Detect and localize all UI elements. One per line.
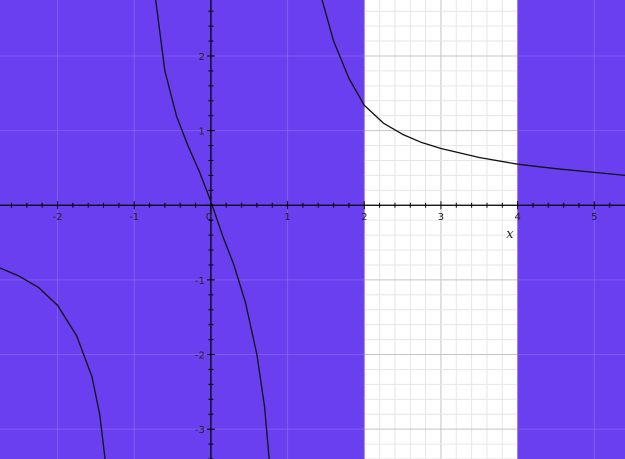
x-axis-label: x <box>506 227 514 242</box>
x-tick-label: 4 <box>514 212 520 223</box>
x-tick-label: 0 <box>206 212 212 223</box>
x-tick-label: 5 <box>591 212 597 223</box>
shaded-region <box>0 0 365 459</box>
y-tick-label: 2 <box>199 52 205 63</box>
x-tick-label: 3 <box>438 212 444 223</box>
shaded-region <box>517 0 625 459</box>
y-tick-label: 1 <box>199 127 205 138</box>
x-tick-label: -1 <box>129 212 139 223</box>
x-tick-label: 1 <box>284 212 290 223</box>
y-tick-label: -1 <box>195 276 205 287</box>
tick-labels: -2 -1 0 1 2 3 4 5 -3 -2 -1 1 2 <box>53 52 598 436</box>
y-tick-label: -3 <box>195 425 205 436</box>
series-line-2 <box>155 0 270 459</box>
y-tick-label: -2 <box>195 351 205 362</box>
series-line-3 <box>321 0 625 177</box>
x-tick-label: -2 <box>53 212 63 223</box>
x-tick-label: 2 <box>361 212 367 223</box>
series-line-1 <box>0 267 106 459</box>
